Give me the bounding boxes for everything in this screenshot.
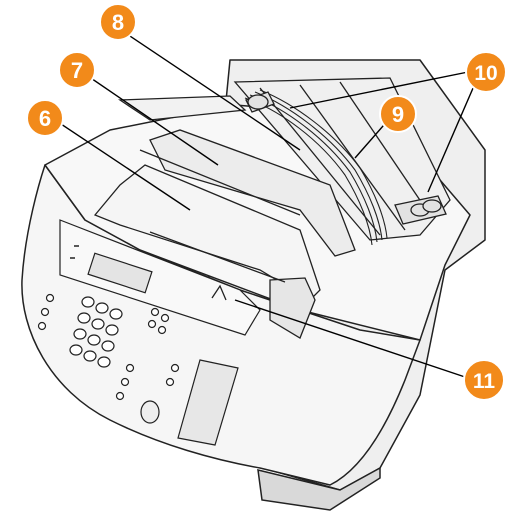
release-lever — [211, 284, 227, 301]
function-buttons — [37, 293, 180, 401]
callout-6: 6 — [26, 99, 64, 137]
callout-label-9: 9 — [392, 102, 404, 127]
callout-label-7: 7 — [71, 58, 83, 83]
leader-line-6 — [54, 119, 191, 211]
callout-9: 9 — [379, 95, 417, 133]
panel-overlay — [177, 359, 239, 446]
paper-guides — [245, 91, 447, 225]
callout-label-8: 8 — [112, 10, 124, 35]
leader-line-10b — [427, 71, 481, 193]
callout-label-6: 6 — [39, 106, 51, 131]
keypad — [69, 296, 123, 368]
leader-line-10a — [289, 69, 479, 109]
start-button — [140, 400, 160, 424]
callout-label-10: 10 — [474, 62, 497, 85]
document-tray — [93, 95, 356, 339]
callout-8: 8 — [99, 3, 137, 41]
leader-line-7 — [81, 71, 219, 166]
leader-line-8 — [117, 27, 301, 151]
lcd-display — [87, 252, 153, 294]
indicator-marks — [70, 245, 79, 259]
callout-10: 10 — [465, 51, 507, 93]
paper-stack — [244, 89, 388, 246]
control-panel — [37, 219, 261, 446]
callout-badges: 8 7 6 9 10 11 — [26, 3, 507, 401]
callout-7: 7 — [58, 51, 96, 89]
leader-line-11 — [234, 299, 469, 379]
device-base — [257, 466, 381, 511]
callout-11: 11 — [463, 359, 505, 401]
callout-label-11: 11 — [473, 370, 496, 393]
